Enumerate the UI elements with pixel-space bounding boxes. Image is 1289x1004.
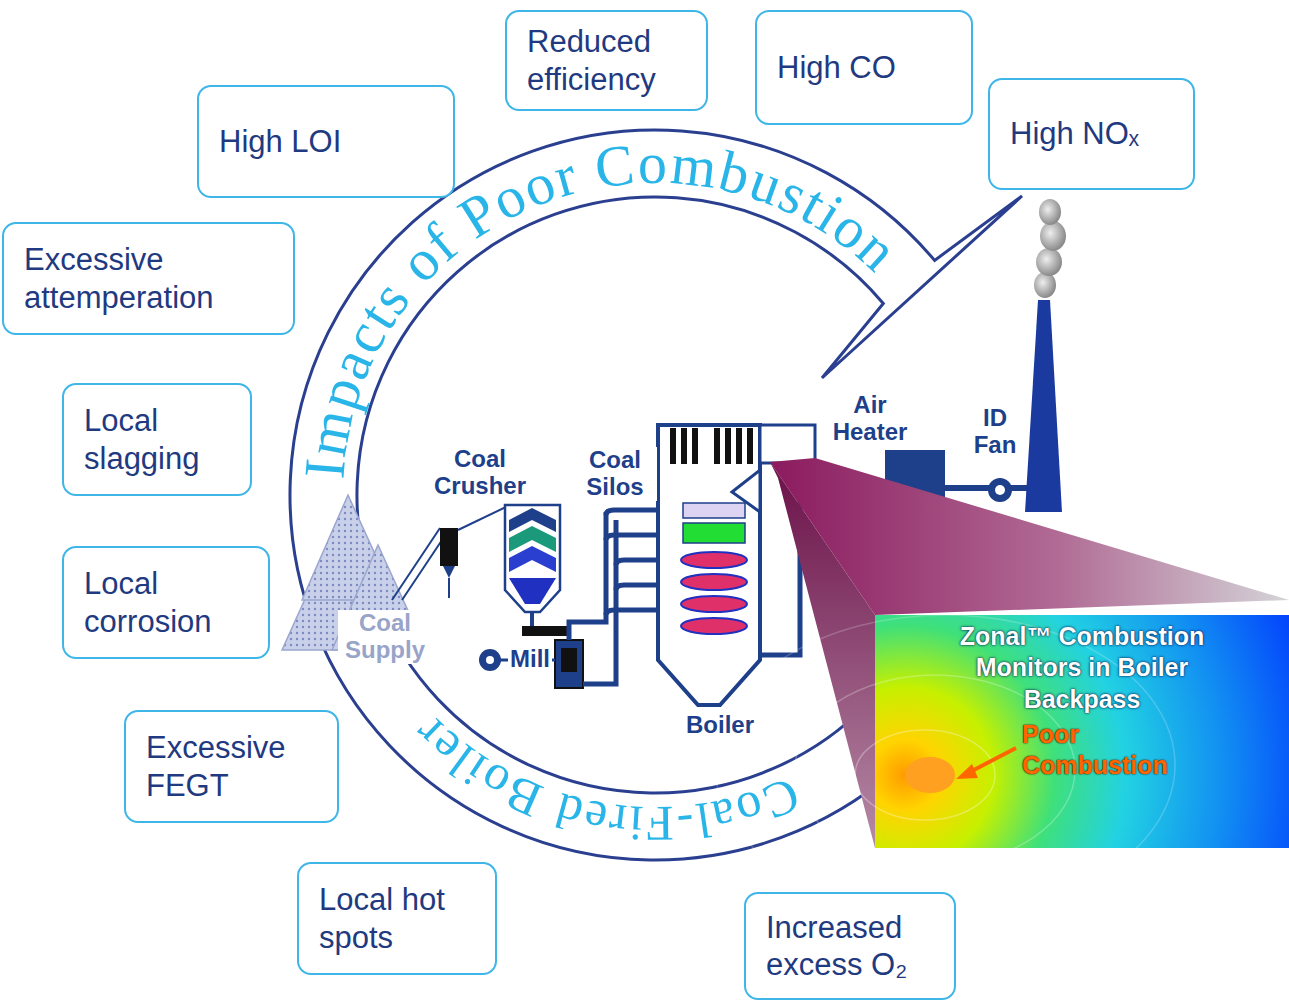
pointer-arrow	[968, 748, 1016, 773]
contour-plot	[875, 615, 1289, 848]
equipment-label: Boiler	[684, 712, 756, 739]
conveyor	[448, 578, 450, 598]
silo-layer	[509, 546, 556, 572]
mill	[555, 640, 583, 688]
equipment-label: Coal Silos	[573, 447, 657, 501]
inset-annotation: Poor Combustion	[1022, 719, 1192, 782]
boiler-tubes	[747, 428, 753, 464]
impact-callout: Local hot spots	[297, 862, 497, 975]
callout-text: Excessive attemperation	[24, 241, 279, 315]
smoke	[1036, 248, 1062, 276]
coal-crusher	[443, 566, 455, 578]
boiler-tubes	[692, 428, 698, 464]
impact-callout: Local corrosion	[62, 546, 270, 659]
coal-crusher	[440, 528, 458, 566]
impact-callout: Local slagging	[62, 383, 252, 496]
callout-text: Excessive FEGT	[146, 729, 323, 803]
coal-silo	[505, 505, 560, 612]
primary-air-fan	[486, 656, 494, 664]
flame	[681, 574, 747, 590]
fuel-pipe	[606, 610, 660, 615]
smoke	[1040, 221, 1066, 251]
monitor-inset: Zonal™ Combustion Monitors in Boiler Bac…	[875, 615, 1289, 848]
furnace-zone	[683, 523, 745, 543]
impact-callout: Increased excess O₂	[744, 892, 956, 1000]
feeder	[522, 626, 568, 636]
id-fan-symbol	[995, 485, 1005, 495]
callout-text: Local hot spots	[319, 881, 481, 955]
boiler-tubes	[714, 428, 720, 464]
boiler-tubes	[681, 428, 687, 464]
silo-layer	[509, 578, 556, 604]
impact-callout: High NOₓ	[988, 78, 1195, 190]
callout-text: Reduced efficiency	[527, 23, 692, 97]
impact-callout: Reduced efficiency	[505, 10, 708, 111]
fuel-pipe	[606, 510, 660, 515]
flame	[681, 596, 747, 612]
boiler	[658, 425, 760, 705]
pointer-arrow	[956, 764, 978, 779]
hot-spot	[905, 757, 955, 793]
callout-text: Increased excess O₂	[766, 909, 940, 983]
id-fan-symbol	[988, 478, 1012, 502]
flame	[681, 618, 747, 634]
fuel-pipe	[606, 535, 660, 540]
callout-text: High NOₓ	[1010, 115, 1139, 152]
callout-text: High CO	[777, 49, 896, 86]
primary-air-fan	[479, 649, 501, 671]
boiler-tubes	[736, 428, 742, 464]
arc-subheading-text: Coal-Fired Boiler	[400, 705, 807, 852]
callout-text: Local slagging	[84, 402, 236, 476]
smoke	[1034, 272, 1056, 298]
fuel-pipe	[616, 585, 660, 590]
flame	[681, 552, 747, 568]
callout-text: High LOI	[219, 123, 341, 160]
impact-callout: High CO	[755, 10, 973, 125]
impact-callout: High LOI	[197, 85, 455, 198]
contour-line	[855, 730, 995, 820]
backpass	[760, 425, 815, 463]
fuel-pipe	[583, 520, 616, 684]
fuel-pipe	[616, 560, 660, 565]
conveyor	[458, 506, 508, 530]
inset-title: Zonal™ Combustion Monitors in Boiler Bac…	[917, 621, 1247, 715]
equipment-label: Mill	[508, 646, 552, 673]
equipment-label: Coal Crusher	[423, 446, 537, 500]
impact-callout: Excessive attemperation	[2, 222, 295, 335]
equipment-label: ID Fan	[963, 405, 1027, 459]
fuel-pipe	[569, 512, 606, 640]
equipment-label: Air Heater	[818, 392, 922, 446]
impact-callout: Excessive FEGT	[124, 710, 339, 823]
mill	[561, 648, 577, 672]
boiler-tubes	[725, 428, 731, 464]
equipment-label: Coal Supply	[338, 610, 432, 664]
stack	[1025, 300, 1062, 512]
boiler-tubes	[670, 428, 676, 464]
smoke	[1039, 199, 1061, 225]
superheater	[683, 503, 745, 518]
arc-subheading: Coal-Fired Boiler	[400, 705, 807, 852]
callout-text: Local corrosion	[84, 565, 254, 639]
conveyor	[392, 528, 440, 600]
